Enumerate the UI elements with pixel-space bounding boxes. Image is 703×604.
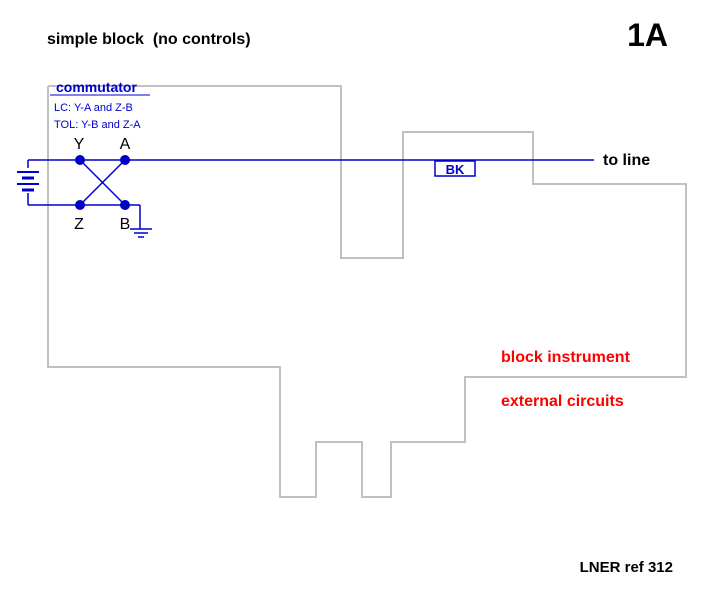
- external-circuits-label: external circuits: [501, 393, 624, 410]
- page-title: simple block (no controls): [47, 31, 251, 48]
- commutator-lc-text: LC: Y-A and Z-B: [54, 102, 133, 114]
- to-line-label: to line: [603, 152, 650, 169]
- figure-id: 1A: [627, 17, 668, 53]
- terminal-z-label: Z: [74, 216, 84, 233]
- block-instrument-label: block instrument: [501, 349, 631, 366]
- bk-label: BK: [446, 162, 465, 177]
- terminal-y-label: Y: [74, 136, 85, 153]
- earth-icon: [130, 228, 152, 238]
- terminal-b-label: B: [120, 216, 131, 233]
- commutator-title: commutator: [56, 79, 137, 95]
- terminal-b-dot: [120, 200, 130, 210]
- terminal-y-dot: [75, 155, 85, 165]
- battery-symbol: [17, 159, 80, 206]
- bk-box: [434, 160, 476, 177]
- terminal-z-dot: [75, 200, 85, 210]
- commutator-tol-text: TOL: Y-B and Z-A: [54, 119, 141, 131]
- reference-label: LNER ref 312: [580, 559, 673, 576]
- block-instrument-outline: [47, 85, 687, 498]
- terminal-a-label: A: [120, 136, 131, 153]
- commutator-links: [79, 159, 126, 206]
- terminal-a-dot: [120, 155, 130, 165]
